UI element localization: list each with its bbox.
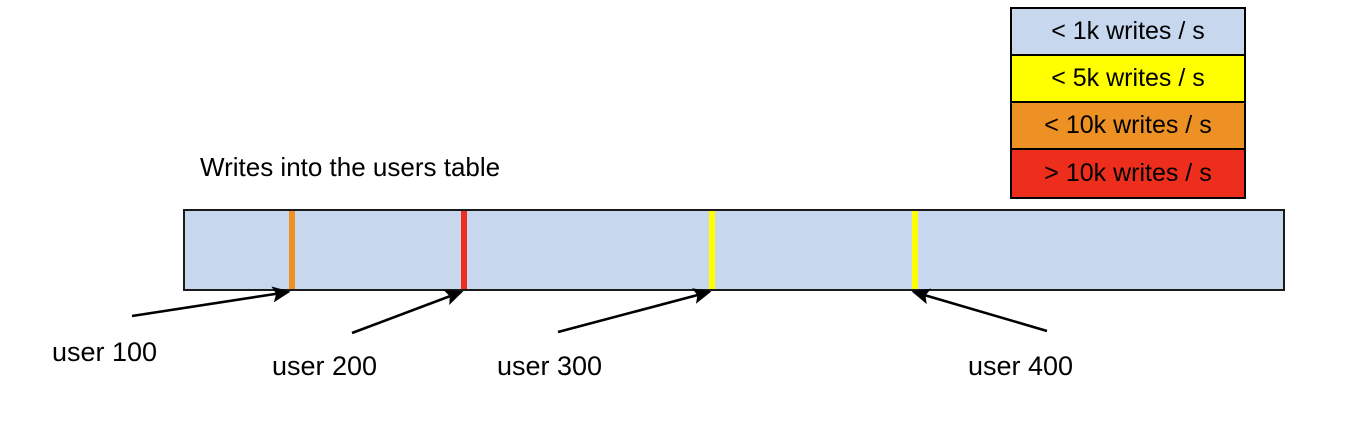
annotation-label-user-400: user 400	[968, 351, 1074, 381]
legend-row-under-5k: < 5k writes / s	[1012, 56, 1244, 103]
chart-title: Writes into the users table	[200, 152, 501, 182]
legend-row-under-10k: < 10k writes / s	[1012, 103, 1244, 150]
hotspot-stripe-user-200	[460, 211, 467, 289]
annotation-label-user-100: user 100	[52, 337, 158, 367]
annotation-label-user-200: user 200	[272, 351, 378, 381]
legend-row-under-1k: < 1k writes / s	[1012, 9, 1244, 56]
users-table-keyrange-bar	[183, 209, 1285, 291]
annotation-label-user-300: user 300	[497, 351, 603, 381]
legend-label: > 10k writes / s	[1044, 159, 1212, 187]
annotation-arrow-user-300	[557, 288, 712, 334]
legend-label: < 5k writes / s	[1051, 64, 1205, 92]
legend-label: < 10k writes / s	[1044, 111, 1212, 139]
legend-row-over-10k: > 10k writes / s	[1012, 150, 1244, 197]
annotation-arrow-user-200	[351, 289, 464, 335]
write-rate-legend: < 1k writes / s < 5k writes / s < 10k wr…	[1010, 7, 1246, 199]
hotspot-stripe-user-400	[911, 211, 918, 289]
legend-label: < 1k writes / s	[1051, 17, 1205, 45]
annotation-arrow-user-400	[911, 288, 1048, 333]
hotspot-stripe-user-100	[288, 211, 295, 289]
annotation-arrow-user-100	[131, 286, 291, 318]
hotspot-stripe-user-300	[708, 211, 715, 289]
